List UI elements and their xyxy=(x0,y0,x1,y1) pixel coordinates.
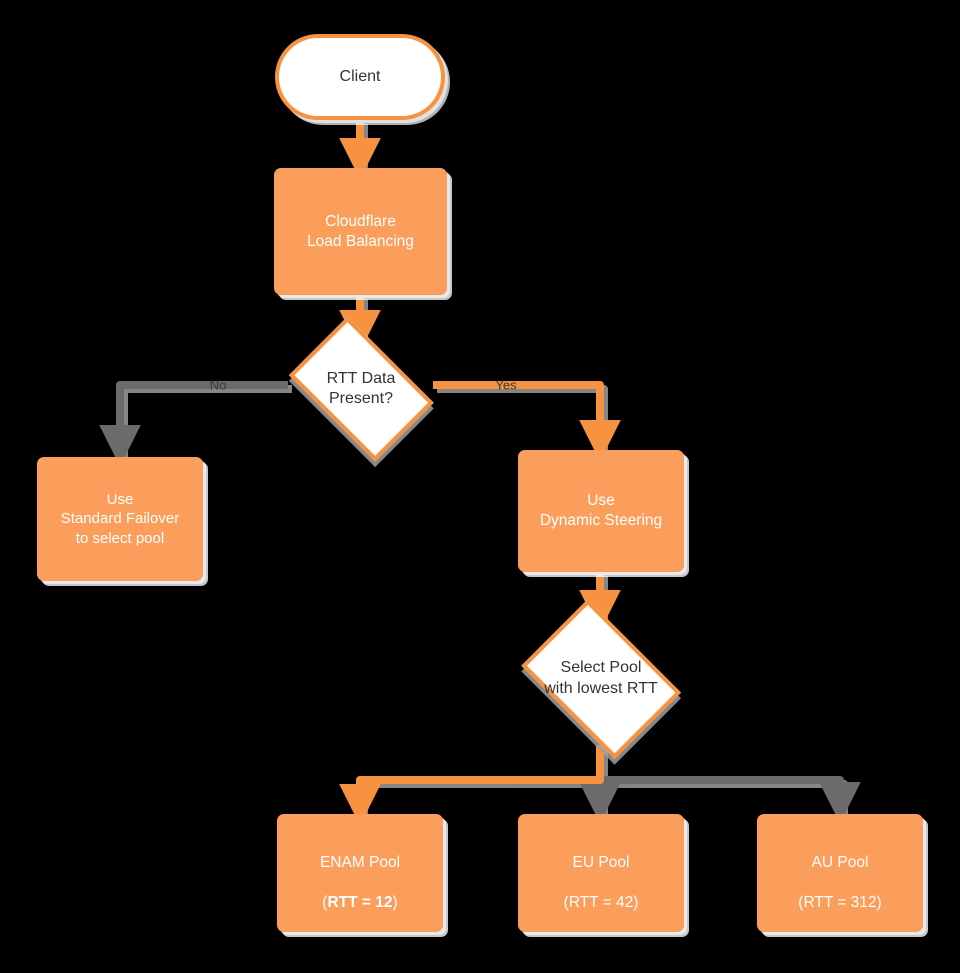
node-enam-pool-rtt: RTT = 12 xyxy=(327,893,393,911)
node-dynamic-steering-label: Use Dynamic Steering xyxy=(539,492,663,529)
edge-label-no: No xyxy=(209,377,227,393)
node-select-pool[interactable]: Select Pool with lowest RTT xyxy=(508,598,694,759)
node-enam-pool-rtt-suffix: ) xyxy=(392,893,398,911)
edge-rtt-to-standard-failover xyxy=(99,381,288,467)
node-enam-pool[interactable]: ENAM Pool (RTT = 12) xyxy=(277,814,443,932)
node-eu-pool-rtt: RTT = 42 xyxy=(568,893,634,911)
edge-label-yes: Yes xyxy=(495,377,517,393)
node-eu-pool[interactable]: EU Pool (RTT = 42) xyxy=(518,814,684,932)
node-load-balancing[interactable]: Cloudflare Load Balancing xyxy=(274,168,447,295)
node-enam-pool-name: ENAM Pool xyxy=(319,854,401,872)
node-au-pool-rtt-suffix: ) xyxy=(876,893,882,911)
diamond-shape xyxy=(521,598,681,759)
node-load-balancing-label: Cloudflare Load Balancing xyxy=(307,212,414,250)
node-eu-pool-rtt-prefix: ( xyxy=(563,893,569,911)
node-au-pool-label: AU Pool (RTT = 312) xyxy=(798,833,881,912)
diamond-shape xyxy=(288,316,434,462)
node-eu-pool-rtt-suffix: ) xyxy=(633,893,639,911)
edge-select-to-enam-pool xyxy=(339,745,604,826)
node-enam-pool-rtt-prefix: ( xyxy=(322,893,328,911)
node-standard-failover-label: Use Standard Failover to select pool xyxy=(60,491,180,547)
node-au-pool-rtt: RTT = 312 xyxy=(803,893,877,911)
node-client-label: Client xyxy=(339,67,381,85)
node-eu-pool-name: EU Pool xyxy=(572,854,630,872)
node-au-pool-name: AU Pool xyxy=(811,854,869,872)
edge-rtt-to-dynamic-steering xyxy=(433,381,621,462)
node-au-pool-rtt-prefix: ( xyxy=(798,893,804,911)
node-rtt-decision[interactable]: RTT Data Present? xyxy=(275,316,447,462)
node-eu-pool-label: EU Pool (RTT = 42) xyxy=(564,833,639,912)
node-client[interactable]: Client xyxy=(275,34,445,120)
node-dynamic-steering[interactable]: Use Dynamic Steering xyxy=(518,450,684,572)
node-standard-failover[interactable]: Use Standard Failover to select pool xyxy=(37,457,203,581)
node-enam-pool-label: ENAM Pool (RTT = 12) xyxy=(320,833,400,912)
edge-select-to-au-pool xyxy=(600,776,861,824)
node-au-pool[interactable]: AU Pool (RTT = 312) xyxy=(757,814,923,932)
